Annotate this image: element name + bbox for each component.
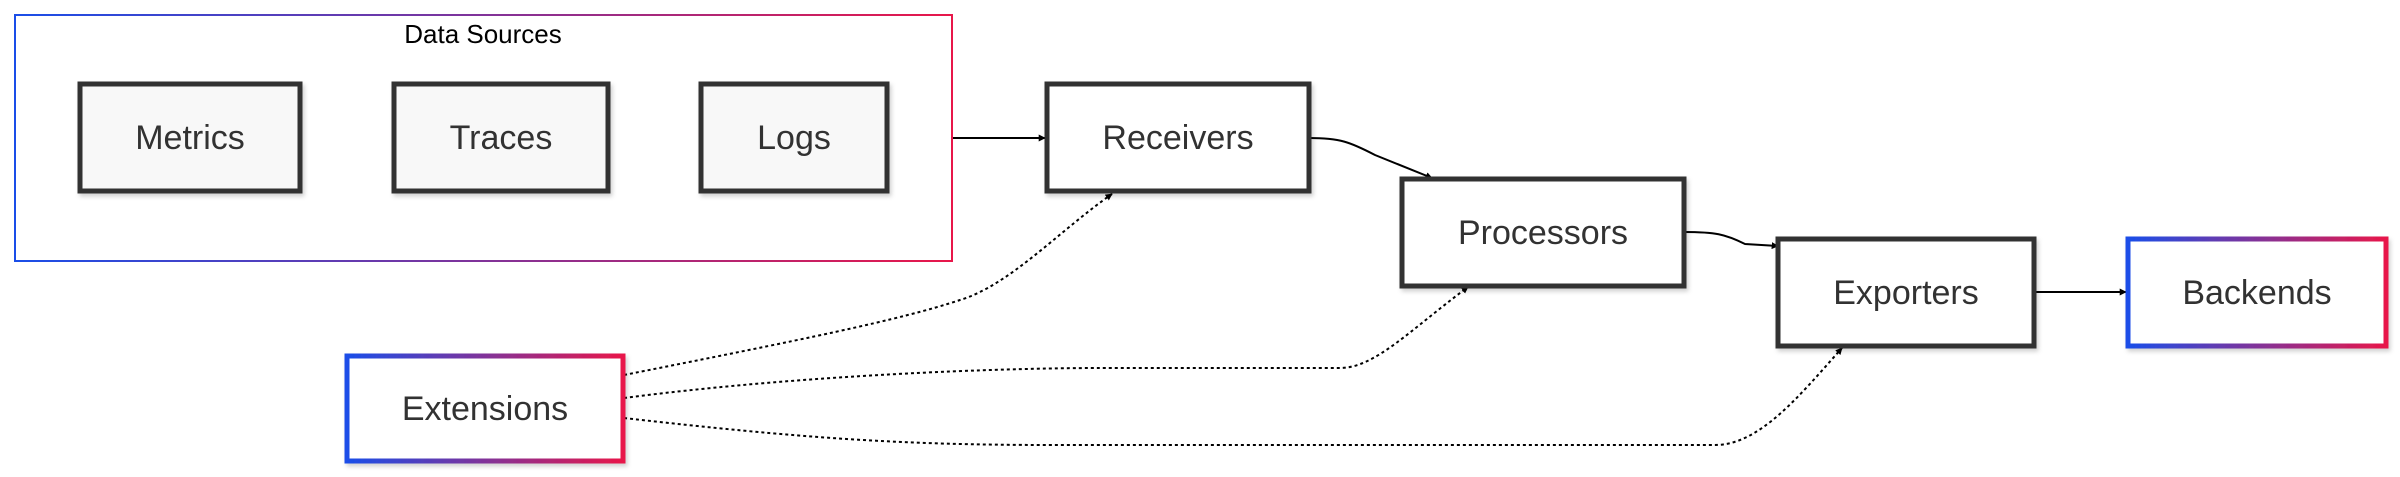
node-processors[interactable]: Processors <box>1399 176 1687 289</box>
node-backends[interactable]: Backends <box>2125 236 2389 349</box>
node-extensions[interactable]: Extensions <box>344 353 626 464</box>
edge-receivers-to-processors <box>1308 137 1433 179</box>
node-exporters-label: Exporters <box>1833 274 1979 312</box>
edge-processors-to-exporters <box>1683 231 1779 250</box>
edges <box>623 134 2127 446</box>
data-sources-group: Data Sources Metrics Traces Logs <box>14 14 953 262</box>
node-extensions-label: Extensions <box>402 390 568 428</box>
node-metrics-label: Metrics <box>135 119 245 157</box>
data-sources-group-label: Data Sources <box>404 19 562 49</box>
node-backends-label: Backends <box>2182 274 2331 312</box>
node-logs[interactable]: Logs <box>698 81 890 194</box>
edge-extensions-to-receivers <box>623 193 1113 376</box>
node-metrics[interactable]: Metrics <box>77 81 303 194</box>
node-logs-label: Logs <box>757 119 831 157</box>
edge-extensions-to-exporters <box>623 347 1843 446</box>
node-exporters[interactable]: Exporters <box>1775 236 2037 349</box>
node-receivers[interactable]: Receivers <box>1044 81 1312 194</box>
edge-extensions-to-processors <box>623 286 1469 399</box>
node-receivers-label: Receivers <box>1102 119 1253 157</box>
node-traces-label: Traces <box>450 119 553 157</box>
node-traces[interactable]: Traces <box>391 81 611 194</box>
node-processors-label: Processors <box>1458 214 1628 252</box>
